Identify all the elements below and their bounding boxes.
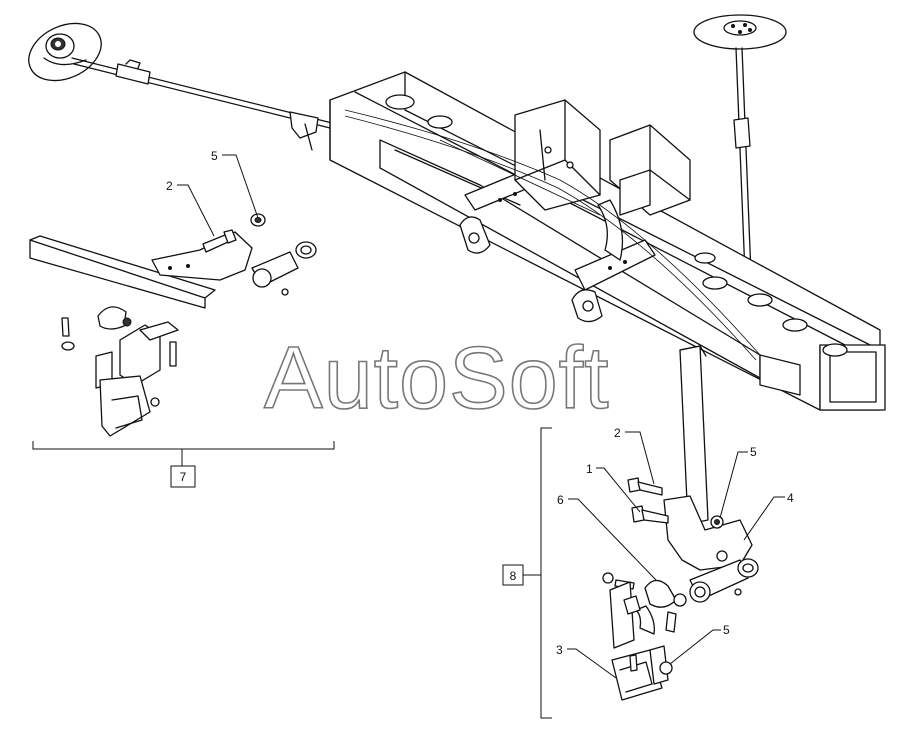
group-7-small-bolt [61,317,75,351]
group-8-callouts: 2 5 1 4 6 5 3 [556,426,794,679]
group-8-bolt-1 [631,505,669,524]
group-8-lever-plate [663,495,753,571]
chassis-beam [329,71,886,411]
watermark: AutoSoft [264,328,610,427]
group-7-lever-plate [151,231,253,281]
callout-5-group8-lower: 5 [723,623,730,637]
left-pedal-disc [28,22,102,82]
callout-2-group8: 2 [614,426,621,440]
group-8-label: 8 [510,569,517,583]
group-8-knob [635,579,687,635]
group-7-nut [250,213,266,227]
callout-3-group8: 3 [556,643,563,657]
group-8-assembly [602,345,759,701]
callout-1-group8: 1 [586,462,593,476]
group-7-bolt [202,229,237,253]
callout-4-group8: 4 [787,491,794,505]
left-cable-rod [71,57,343,151]
group-7-label-box [170,465,196,488]
group-7-label: 7 [180,470,187,484]
group-7-bushing [251,241,317,296]
callout-6-group8: 6 [557,493,564,507]
group-8-nut-upper [710,515,728,562]
group-8-bracket [609,581,673,701]
group-7-bracket [95,321,179,437]
group-8-bushing [689,558,759,603]
control-cables [344,109,761,361]
callout-2-group7: 2 [166,179,173,193]
main-frame-assembly [28,14,886,411]
group-8-bolt-2 [627,477,663,496]
callout-5-group7: 5 [211,149,218,163]
central-housing [514,99,691,261]
callout-5-group8-upper: 5 [750,445,757,459]
group-7-indicator: 7 [32,441,335,488]
group-8-label-box [502,564,524,586]
group-7-callouts: 5 2 [166,149,259,237]
group-8-indicator: 8 [502,427,552,719]
group-7-knob [97,306,132,330]
